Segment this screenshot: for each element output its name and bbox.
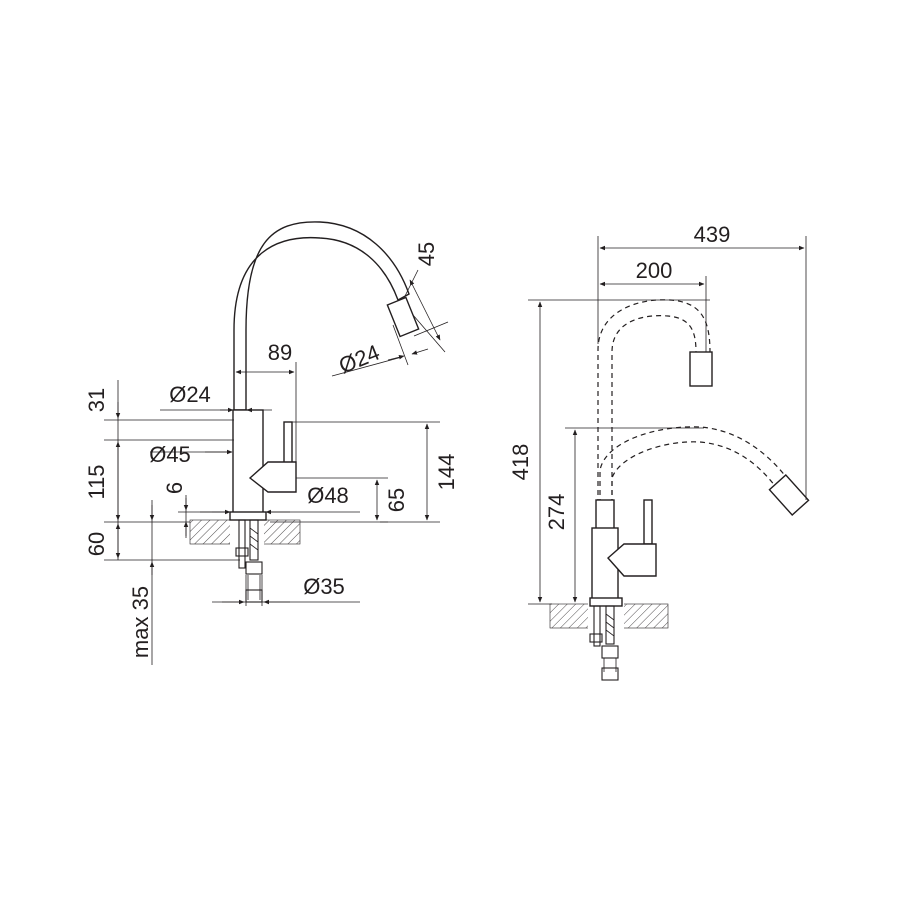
dim-274: 274 bbox=[544, 494, 569, 531]
tip-lowered bbox=[768, 474, 810, 516]
dim-31: 31 bbox=[84, 388, 109, 412]
dim-max35: max 35 bbox=[128, 586, 153, 658]
dim-tip-length: 45 bbox=[414, 242, 439, 266]
spout bbox=[233, 221, 410, 411]
dim-115: 115 bbox=[84, 464, 109, 499]
dim-200: 200 bbox=[636, 258, 673, 283]
front-view: 439 200 418 274 bbox=[508, 222, 810, 681]
side-view: 31 115 60 max 35 6 89 Ø24 Ø45 Ø48 bbox=[84, 221, 459, 665]
spout-lowered bbox=[599, 426, 791, 504]
dim-144: 144 bbox=[434, 454, 459, 491]
handle-block bbox=[248, 461, 297, 493]
dim-418: 418 bbox=[508, 444, 533, 481]
dim-tip-dia: Ø24 bbox=[335, 340, 383, 379]
dim-body-dia: Ø45 bbox=[149, 442, 191, 467]
dim-6: 6 bbox=[162, 482, 187, 494]
dim-spout-dia: Ø24 bbox=[169, 382, 211, 407]
tip-raised bbox=[689, 351, 713, 387]
tap-body bbox=[232, 409, 264, 516]
lever-front bbox=[643, 499, 653, 545]
dim-89: 89 bbox=[268, 340, 292, 365]
lever bbox=[283, 421, 293, 467]
handle-front bbox=[607, 543, 657, 577]
tap-body-front bbox=[595, 499, 615, 531]
dim-thread-dia: Ø35 bbox=[303, 574, 345, 599]
spout-tip bbox=[386, 296, 420, 338]
dim-439: 439 bbox=[694, 222, 731, 247]
dim-65: 65 bbox=[384, 488, 409, 512]
dim-60: 60 bbox=[84, 532, 109, 556]
dim-base-dia: Ø48 bbox=[307, 483, 349, 508]
